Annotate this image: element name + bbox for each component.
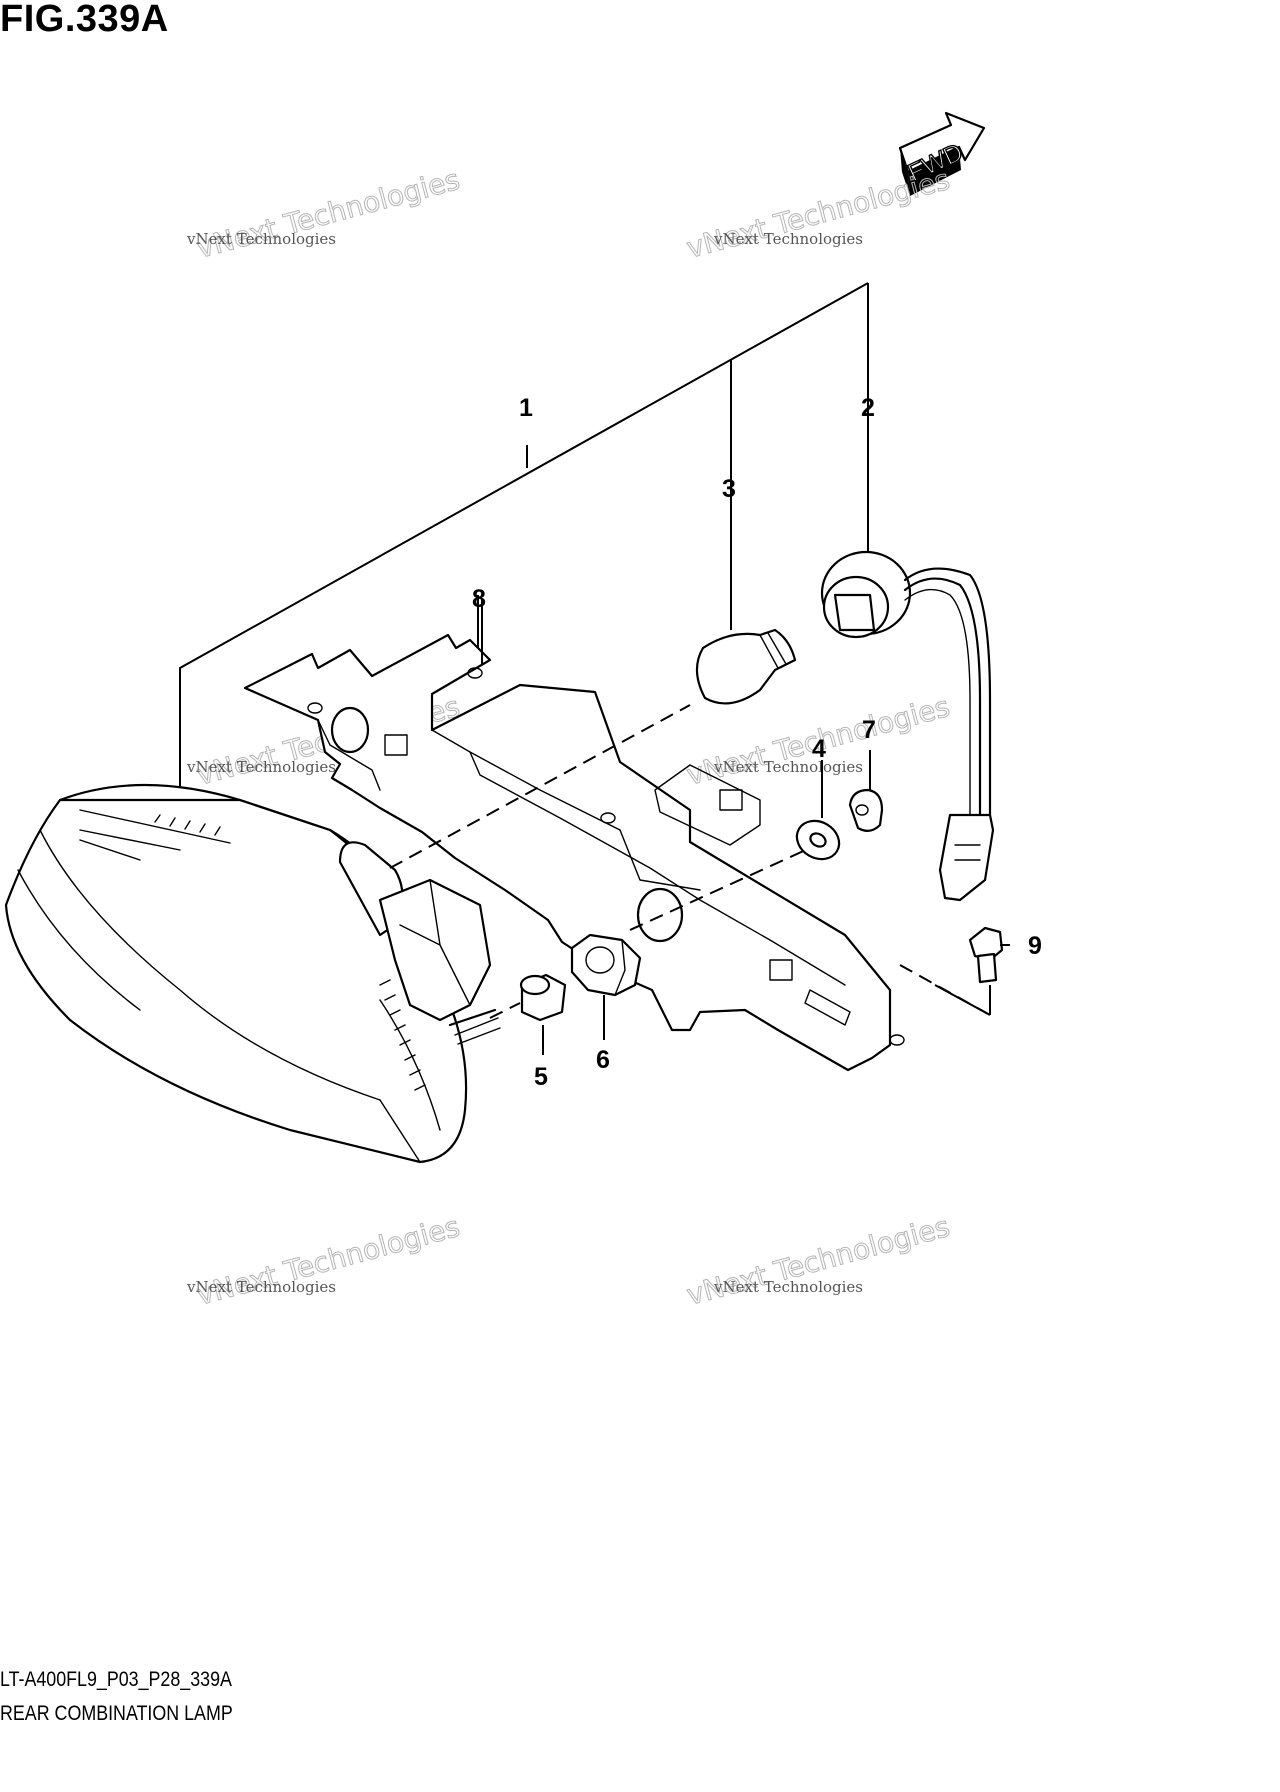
callout-8: 8 [472,585,486,613]
svg-text:vNext Technologies: vNext Technologies [713,230,863,248]
model-code: LT-A400FL9_P03_P28_339A [0,1668,232,1691]
callout-2: 2 [861,394,875,422]
watermark: vNext Technologies vNext Technologies [186,162,464,265]
svg-text:vNext Technologies: vNext Technologies [186,758,336,776]
svg-text:vNext Technologies: vNext Technologies [713,758,863,776]
figure-title: FIG.339A [0,0,169,40]
bolt-part-9 [968,926,1004,984]
nut-part-6 [570,933,642,997]
watermark: vNext Technologies vNext Technologies [186,1209,464,1312]
collar-part-5 [519,973,567,1022]
section-title: REAR COMBINATION LAMP [0,1702,233,1725]
grommet-part-7 [848,788,884,832]
callout-5: 5 [534,1063,548,1091]
rear-lamp-housing-part-1 [4,783,501,1164]
socket-harness-part-2 [820,550,995,902]
callout-9: 9 [1028,932,1042,960]
bracket-part-8 [243,633,905,1072]
svg-text:vNext Technologies: vNext Technologies [186,1278,336,1296]
callout-4: 4 [812,735,826,763]
assembly-leader-lines [179,282,869,788]
svg-text:vNext Technologies: vNext Technologies [713,1278,863,1296]
svg-text:vNext Technologies: vNext Technologies [186,230,336,248]
callout-3: 3 [722,475,736,503]
svg-text:vNext Technologies: vNext Technologies [193,1210,463,1312]
callout-7: 7 [862,716,876,744]
dashed-leader-lines [389,704,991,1019]
watermark: vNext Technologies vNext Technologies [683,162,954,265]
svg-text:vNext Technologies: vNext Technologies [683,1210,953,1312]
bulb-part-3 [695,628,797,705]
svg-text:vNext Technologies: vNext Technologies [683,163,953,265]
callout-6: 6 [596,1046,610,1074]
washer-part-4 [795,819,841,861]
watermark: vNext Technologies vNext Technologies [683,1209,954,1312]
svg-text:vNext Technologies: vNext Technologies [193,163,463,265]
callout-leader-stems [481,600,1010,1055]
callout-1: 1 [519,394,533,422]
